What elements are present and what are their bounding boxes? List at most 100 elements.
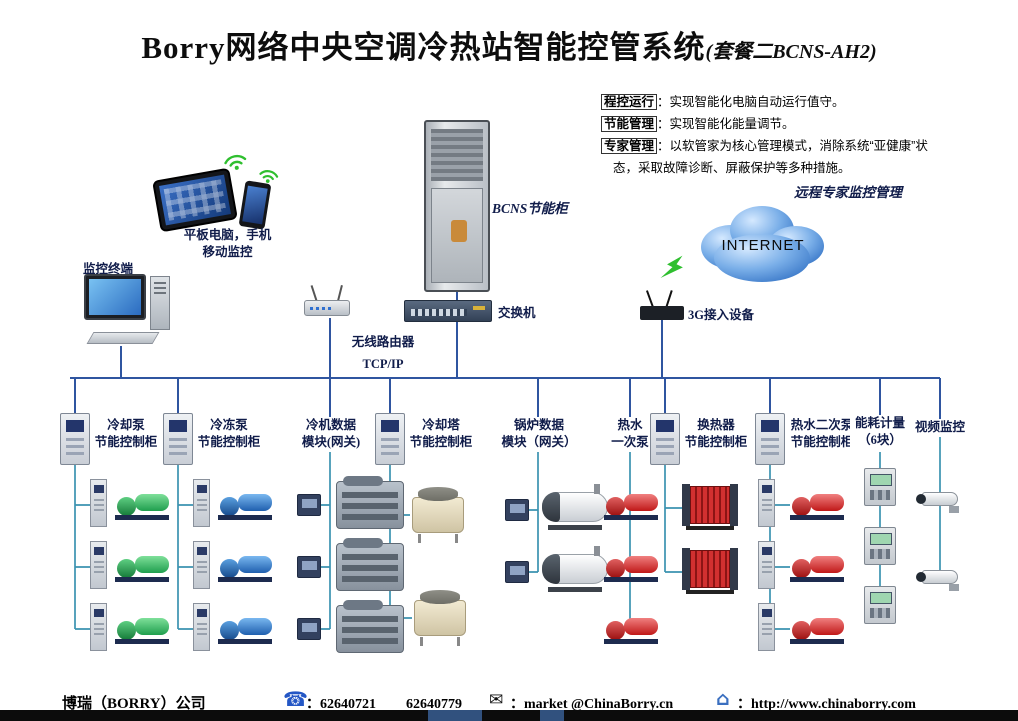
3g-modem-icon: [640, 286, 686, 320]
cctv-camera-icon: [916, 566, 964, 592]
column-label-cooling-tower: 冷却塔节能控制柜: [408, 417, 474, 451]
pump-controller-icon: [90, 479, 107, 527]
monitor-icon: [84, 274, 176, 348]
cooling-pump-icon: [113, 552, 171, 582]
wireless-router-icon: [304, 280, 352, 318]
note-text: ：实现智能化能量调节。: [657, 117, 795, 131]
pump-controller-icon: [193, 479, 210, 527]
bottom-bar: [0, 710, 1018, 721]
cabinet-icon-chilled-pump: [163, 413, 193, 465]
note-text: 态，采取故障诊断、屏蔽保护等多种措施。: [613, 161, 851, 175]
note-line: 程控运行：实现智能化电脑自动运行值守。: [601, 92, 937, 112]
phone-number-1: 62640721: [320, 697, 376, 712]
email-address: ：market @ChinaBorry.cn: [510, 693, 673, 713]
label-line2: 节能控制柜: [409, 435, 473, 449]
pump-controller-icon: [758, 541, 775, 589]
page-title: Borry网络中央空调冷热站智能控管系统(套餐二BCNS-AH2): [0, 22, 1018, 67]
website-url: ：http://www.chinaborry.com: [737, 693, 916, 713]
data-module-icon: [505, 561, 529, 583]
note-text: ：实现智能化电脑自动运行值守。: [657, 95, 845, 109]
chiller-icon: [336, 538, 404, 591]
label-line1: 视频监控: [914, 420, 965, 434]
pump-controller-icon: [193, 541, 210, 589]
email-icon: ✉: [489, 690, 504, 710]
monitor-screen-icon: [84, 274, 146, 320]
pump-controller-icon: [90, 603, 107, 651]
title-part2: 站智能控管系统: [481, 30, 706, 65]
hotwater-secondary-pump-icon: [788, 490, 846, 520]
chilled-pump-icon: [216, 552, 274, 582]
note-label: 节能管理: [601, 116, 658, 132]
chiller-icon: [336, 476, 404, 529]
internet-cloud-icon: [701, 206, 824, 282]
label-line2: 节能控制柜: [790, 435, 854, 449]
label-line2: 模块（网关）: [501, 435, 577, 449]
label-line1: 冷机数据: [305, 418, 356, 432]
column-label-video-monitor: 视频监控: [906, 419, 974, 436]
label-line2: 模块(网关): [301, 435, 361, 449]
rack-badge-icon: [451, 220, 467, 242]
antenna-icon: [310, 285, 318, 301]
data-module-icon: [297, 556, 321, 578]
note-label: 专家管理: [601, 138, 658, 154]
label-line2: 节能控制柜: [94, 435, 158, 449]
title-cold-char: 冷: [417, 30, 450, 65]
mobile-label-line2: 移动监控: [202, 245, 253, 259]
pump-controller-icon: [758, 479, 775, 527]
chilled-pump-icon: [216, 614, 274, 644]
remote-expert-label: 远程专家监控管理: [794, 185, 902, 200]
label-line2: 节能控制柜: [684, 435, 748, 449]
antenna-icon: [337, 284, 343, 302]
title-suffix: (套餐二BCNS-AH2): [705, 41, 877, 63]
note-text: ：以软管家为核心管理模式，消除系统“亚健康”状: [657, 139, 928, 153]
cooling-tower-icon: [410, 487, 466, 543]
data-module-icon: [297, 618, 321, 640]
pump-controller-icon: [193, 603, 210, 651]
title-part1: Borry网络中央空调: [141, 30, 418, 65]
boiler-icon: [542, 546, 610, 592]
colon: ：: [510, 697, 524, 712]
label-line1: 能耗计量: [854, 416, 905, 430]
label-line1: 热水: [617, 418, 643, 432]
internet-label: INTERNET: [721, 237, 805, 254]
wifi-icon: [224, 154, 247, 170]
hotwater-secondary-pump-icon: [788, 614, 846, 644]
company-name: 博瑞（BORRY）公司: [62, 696, 206, 712]
terminal-label: 监控终端: [82, 262, 133, 276]
cooling-tower-icon: [412, 590, 468, 646]
label-line1: 锅炉数据: [513, 418, 564, 432]
notes-block: 程控运行：实现智能化电脑自动运行值守。 节能管理：实现智能化能量调节。 专家管理…: [601, 92, 937, 180]
bottom-bar-accent: [540, 710, 564, 721]
label-line1: 冷却泵: [107, 418, 145, 432]
column-label-hotwater-primary-pump: 热水一次泵: [604, 417, 656, 451]
energy-meter-icon: [864, 586, 896, 624]
hotwater-primary-pump-icon: [602, 552, 660, 582]
heat-exchanger-icon: [682, 484, 738, 530]
mobile-label-line1: 平板电脑，手机: [183, 228, 272, 242]
label-line1: 冷却塔: [422, 418, 460, 432]
title-hot-char: 热: [449, 30, 482, 65]
switch-label: 交换机: [498, 306, 536, 320]
column-label-cooling-pump: 冷却泵节能控制柜: [93, 417, 159, 451]
chilled-pump-icon: [216, 490, 274, 520]
colon: ：: [737, 697, 751, 712]
column-label-chilled-pump: 冷冻泵节能控制柜: [196, 417, 262, 451]
boiler-icon: [542, 484, 610, 530]
hotwater-secondary-pump-icon: [788, 552, 846, 582]
email-text: market @ChinaBorry.cn: [524, 697, 674, 712]
label-line2: 节能控制柜: [197, 435, 261, 449]
column-label-boiler-module: 锅炉数据模块（网关）: [500, 417, 578, 451]
label-line1: 冷冻泵: [210, 418, 248, 432]
label-line2: 一次泵: [611, 435, 649, 449]
lightning-icon: [660, 255, 683, 278]
label-line2: （6块）: [858, 433, 902, 447]
cabinet-icon-cooling-tower: [375, 413, 405, 465]
note-label: 程控运行: [601, 94, 658, 110]
cabinet-icon-hotwater-secondary-pump: [755, 413, 785, 465]
column-label-heat-exchanger: 换热器节能控制柜: [683, 417, 749, 451]
keyboard-icon: [86, 332, 160, 344]
phone-number-2: 62640779: [406, 697, 462, 712]
cabinet-icon-heat-exchanger: [650, 413, 680, 465]
